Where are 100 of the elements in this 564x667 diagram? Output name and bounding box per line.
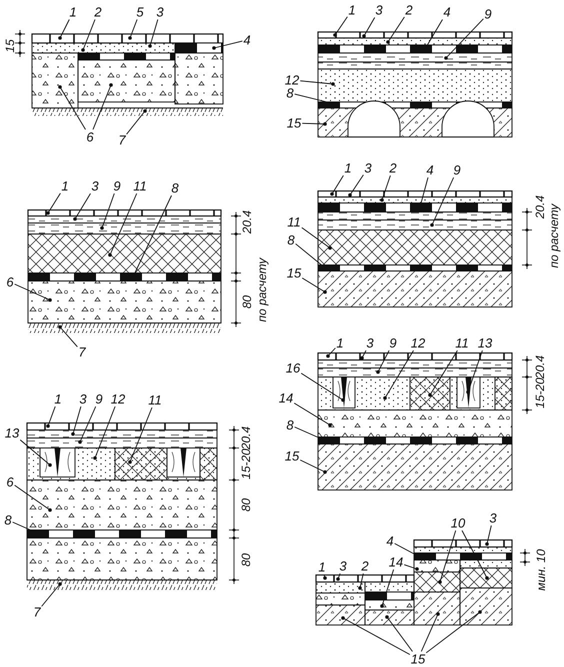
ground-hatch [28, 322, 222, 333]
leader-line [93, 406, 116, 460]
callout-number: 8 [286, 418, 294, 432]
callout-number: 11 [455, 336, 469, 350]
slab-layer [318, 444, 512, 490]
ground-hatch [26, 580, 218, 590]
leader-line [128, 407, 152, 464]
leader-line [108, 193, 138, 257]
leader-line [485, 525, 492, 546]
leader-line [302, 278, 327, 294]
tile-layer [31, 33, 224, 44]
strip-layer [414, 552, 512, 560]
callout-number: 1 [69, 6, 77, 18]
leader-line [294, 402, 332, 427]
callout-number: 2 [94, 6, 102, 18]
timber-joist [166, 448, 200, 478]
leader-line [41, 582, 62, 607]
leader-line [14, 284, 52, 302]
leader-line [326, 348, 336, 358]
callout-number: 8 [4, 514, 12, 526]
callout-number: 2 [389, 162, 397, 174]
slab-layer [364, 610, 414, 626]
sand-layer [318, 68, 512, 102]
callout-number: 5 [136, 6, 144, 18]
timber-joist [332, 376, 356, 408]
insulation-layer [318, 230, 512, 266]
tile-layer [317, 352, 513, 361]
insulation-layer [414, 572, 460, 592]
callout-number: 1 [54, 392, 62, 406]
callout-number: 13 [4, 426, 20, 440]
tile-layer [413, 539, 513, 548]
leader-line [385, 615, 413, 652]
callout-number: 3 [339, 560, 347, 572]
leader-line [58, 19, 70, 40]
callout-number: 3 [156, 6, 164, 18]
callout-number: 2 [361, 560, 369, 572]
dimension-label: 15-20 [534, 378, 546, 408]
dimension-label: 80 [240, 553, 252, 567]
sand-layer [318, 376, 512, 410]
callout-number: 3 [79, 392, 87, 406]
strip-layer [318, 202, 512, 212]
leader-line [420, 612, 440, 652]
sand-layer [32, 42, 176, 54]
leader-line [462, 530, 489, 580]
callout-number: 11 [148, 394, 162, 406]
callout-number: 4 [386, 534, 394, 548]
dimension-label: 20.4 [240, 426, 252, 450]
leader-line [302, 122, 327, 126]
callout-number: 3 [366, 336, 374, 350]
callout-number: 9 [453, 164, 461, 176]
leader-line [430, 177, 454, 227]
leader-line [333, 16, 348, 37]
insulation-layer [28, 234, 222, 274]
callout-number: 8 [171, 182, 179, 194]
callout-number: 9 [484, 8, 492, 20]
concrete-layer [28, 280, 222, 324]
insulation-layer [200, 448, 218, 480]
callout-number: 15 [410, 652, 426, 666]
leader-line [46, 192, 61, 215]
insulation-layer [410, 376, 450, 410]
callout-number: 3 [91, 180, 99, 192]
tile-layer [317, 31, 513, 39]
strip-layer [318, 436, 512, 444]
leader-line [300, 460, 327, 474]
strip-layer [174, 42, 224, 54]
leader-line [348, 174, 364, 197]
sand-layer [460, 560, 512, 568]
callout-number: 4 [426, 164, 434, 176]
slab-layer [460, 588, 512, 626]
dimension-label: 15 [4, 39, 16, 53]
callout-number: 6 [6, 276, 14, 288]
timber-joist [456, 376, 480, 408]
callout-number: 11 [287, 216, 301, 228]
dimension-label: 20.4 [534, 195, 546, 219]
leader-line [71, 406, 82, 436]
concrete-layer [78, 60, 176, 102]
dimension-label: 15-20 [240, 448, 252, 480]
dimension-label: по расчету [548, 204, 560, 268]
concrete-layer [32, 52, 78, 108]
leader-line [426, 610, 482, 654]
leader-line [444, 18, 484, 60]
concrete-layer [364, 600, 414, 610]
callout-number: 15 [286, 116, 302, 130]
leader-line [212, 40, 243, 50]
callout-number: 9 [389, 336, 397, 350]
leader-line [46, 406, 56, 428]
mastic-layer [318, 220, 512, 230]
leader-line [81, 19, 96, 52]
slab-layer [414, 592, 460, 626]
strip-layer [318, 264, 512, 272]
callout-number: 3 [489, 512, 497, 524]
mastic-layer [26, 438, 218, 448]
callout-number: 3 [375, 4, 383, 16]
callout-number: 4 [243, 34, 251, 46]
callout-number: 12 [284, 74, 300, 86]
leader-line [100, 193, 115, 230]
leader-line [386, 16, 405, 44]
leader-line [301, 227, 332, 250]
leader-line [300, 372, 345, 402]
timber-joist [40, 448, 76, 478]
